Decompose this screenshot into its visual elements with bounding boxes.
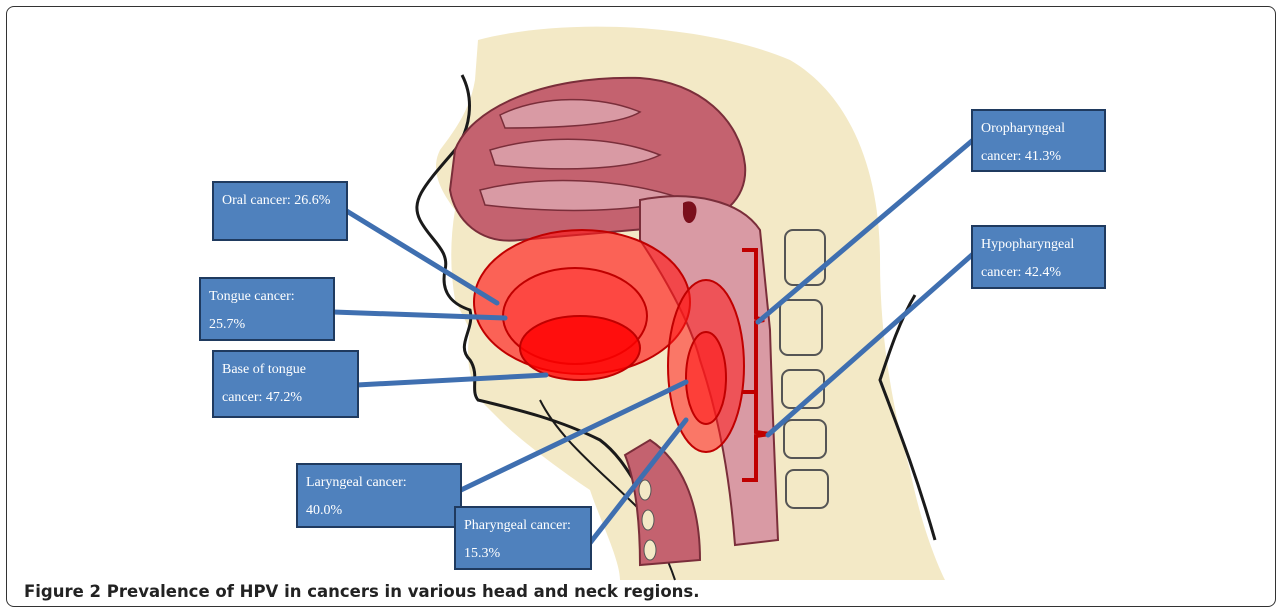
laryngeal-cancer-text-2: 40.0% xyxy=(306,497,452,525)
base-of-tongue-cancer-label: Base of tongue cancer: 47.2% xyxy=(212,350,359,418)
hypopharyngeal-cancer-text-2: cancer: 42.4% xyxy=(981,259,1096,287)
pharyngeal-cancer-text-1: Pharyngeal cancer: xyxy=(464,512,582,540)
oropharyngeal-cancer-text-2: cancer: 41.3% xyxy=(981,143,1096,171)
base-of-tongue-text-1: Base of tongue xyxy=(222,356,349,384)
pharyngeal-cancer-label: Pharyngeal cancer: 15.3% xyxy=(454,506,592,570)
tongue-cancer-label: Tongue cancer: 25.7% xyxy=(199,277,335,341)
larynx-highlight xyxy=(686,332,726,424)
tongue-cancer-text-1: Tongue cancer: xyxy=(209,283,325,311)
figure-caption: Figure 2 Prevalence of HPV in cancers in… xyxy=(24,582,700,601)
laryngeal-cancer-label: Laryngeal cancer: 40.0% xyxy=(296,463,462,528)
pharyngeal-cancer-text-2: 15.3% xyxy=(464,540,582,568)
base-of-tongue-highlight xyxy=(520,316,640,380)
oropharyngeal-cancer-label: Oropharyngeal cancer: 41.3% xyxy=(971,109,1106,172)
hypopharyngeal-cancer-text-1: Hypopharyngeal xyxy=(981,231,1096,259)
laryngeal-cancer-text-1: Laryngeal cancer: xyxy=(306,469,452,497)
tongue-cancer-text-2: 25.7% xyxy=(209,311,325,339)
oral-cancer-text: Oral cancer: 26.6% xyxy=(222,187,338,215)
oropharyngeal-cancer-text-1: Oropharyngeal xyxy=(981,115,1096,143)
base-of-tongue-text-2: cancer: 47.2% xyxy=(222,384,349,412)
oral-cancer-label: Oral cancer: 26.6% xyxy=(212,181,348,241)
hypopharyngeal-cancer-label: Hypopharyngeal cancer: 42.4% xyxy=(971,225,1106,289)
